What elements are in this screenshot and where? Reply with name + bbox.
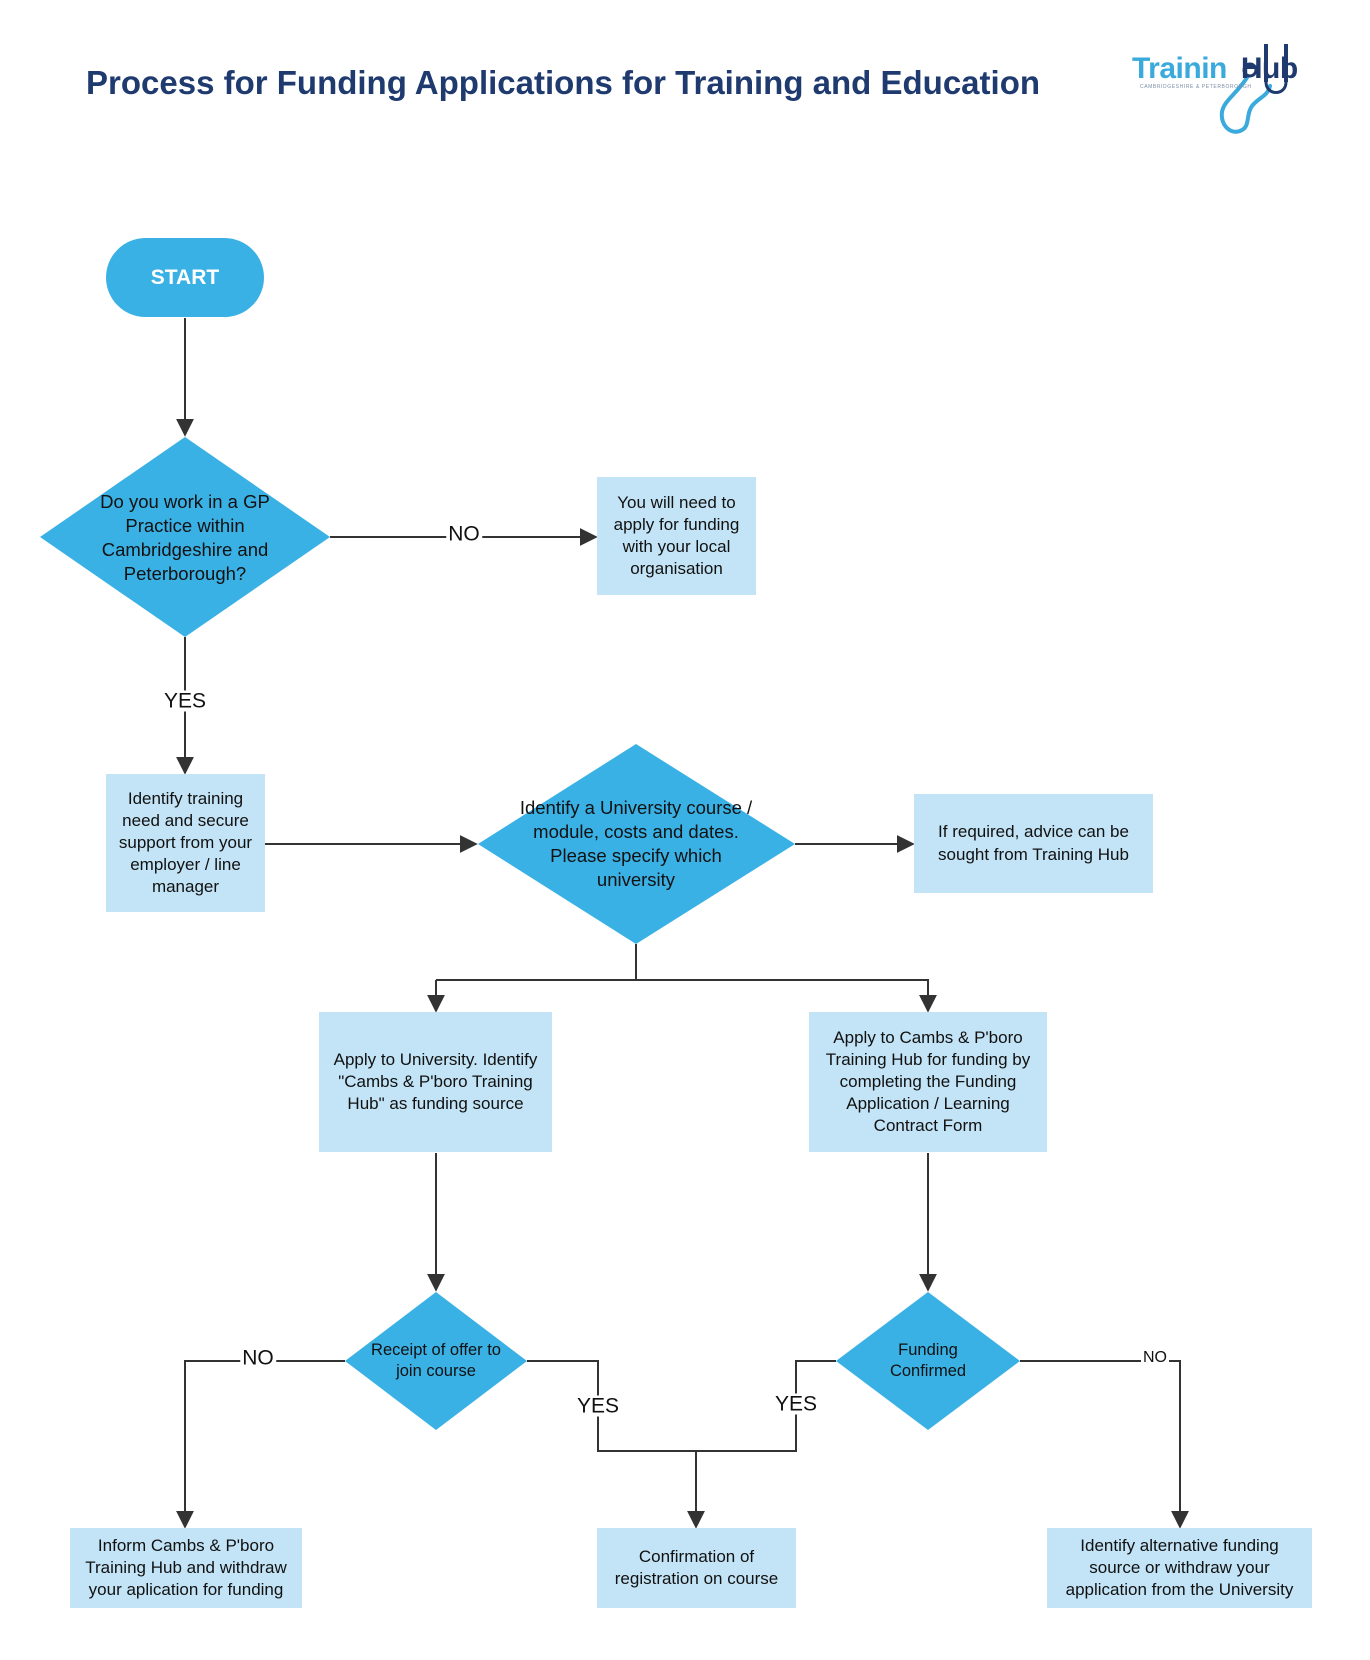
- funding-yes-label: YES: [772, 1392, 820, 1416]
- alternative-funding-box: Identify alternative funding source or w…: [1047, 1528, 1312, 1608]
- local-organisation-box: You will need to apply for funding with …: [597, 477, 756, 595]
- funding-no-label: NO: [1141, 1349, 1169, 1366]
- gp-practice-question: Do you work in a GP Practice within Camb…: [100, 490, 270, 585]
- offer-no-label: NO: [240, 1346, 276, 1370]
- start-node: START: [106, 238, 264, 317]
- page-title: Process for Funding Applications for Tra…: [86, 64, 1041, 101]
- confirmation-registration-box: Confirmation of registration on course: [597, 1528, 796, 1608]
- edge-funding-no: [1020, 1360, 1189, 1529]
- logo-subtitle: CAMBRIDGESHIRE & PETERBOROUGH: [1140, 84, 1252, 90]
- decision-diamond-identify-course: [478, 744, 795, 944]
- identify-training-need-box: Identify training need and secure suppor…: [106, 774, 265, 912]
- apply-university-box: Apply to University. Identify "Cambs & P…: [319, 1012, 552, 1152]
- advice-box: If required, advice can be sought from T…: [914, 794, 1153, 893]
- decision-diamond-funding-confirmed: [836, 1292, 1020, 1430]
- edge-course-split: [436, 944, 637, 981]
- gp-no-label: NO: [446, 522, 482, 546]
- identify-course-question: Identify a University course / module, c…: [519, 796, 753, 891]
- offer-yes-label: YES: [574, 1394, 622, 1418]
- apply-training-hub-box: Apply to Cambs & P'boro Training Hub for…: [809, 1012, 1047, 1152]
- stethoscope-icon: [1219, 44, 1288, 134]
- decision-diamond-receipt-offer: [345, 1292, 527, 1430]
- funding-confirmed-question: Funding Confirmed: [889, 1340, 967, 1380]
- gp-yes-label: YES: [161, 689, 209, 713]
- receipt-offer-question: Receipt of offer to join course: [371, 1340, 501, 1380]
- edge-offer-no: [176, 1360, 345, 1529]
- inform-hub-withdraw-box: Inform Cambs & P'boro Training Hub and w…: [70, 1528, 302, 1608]
- decision-diamond-gp-practice: [40, 437, 330, 637]
